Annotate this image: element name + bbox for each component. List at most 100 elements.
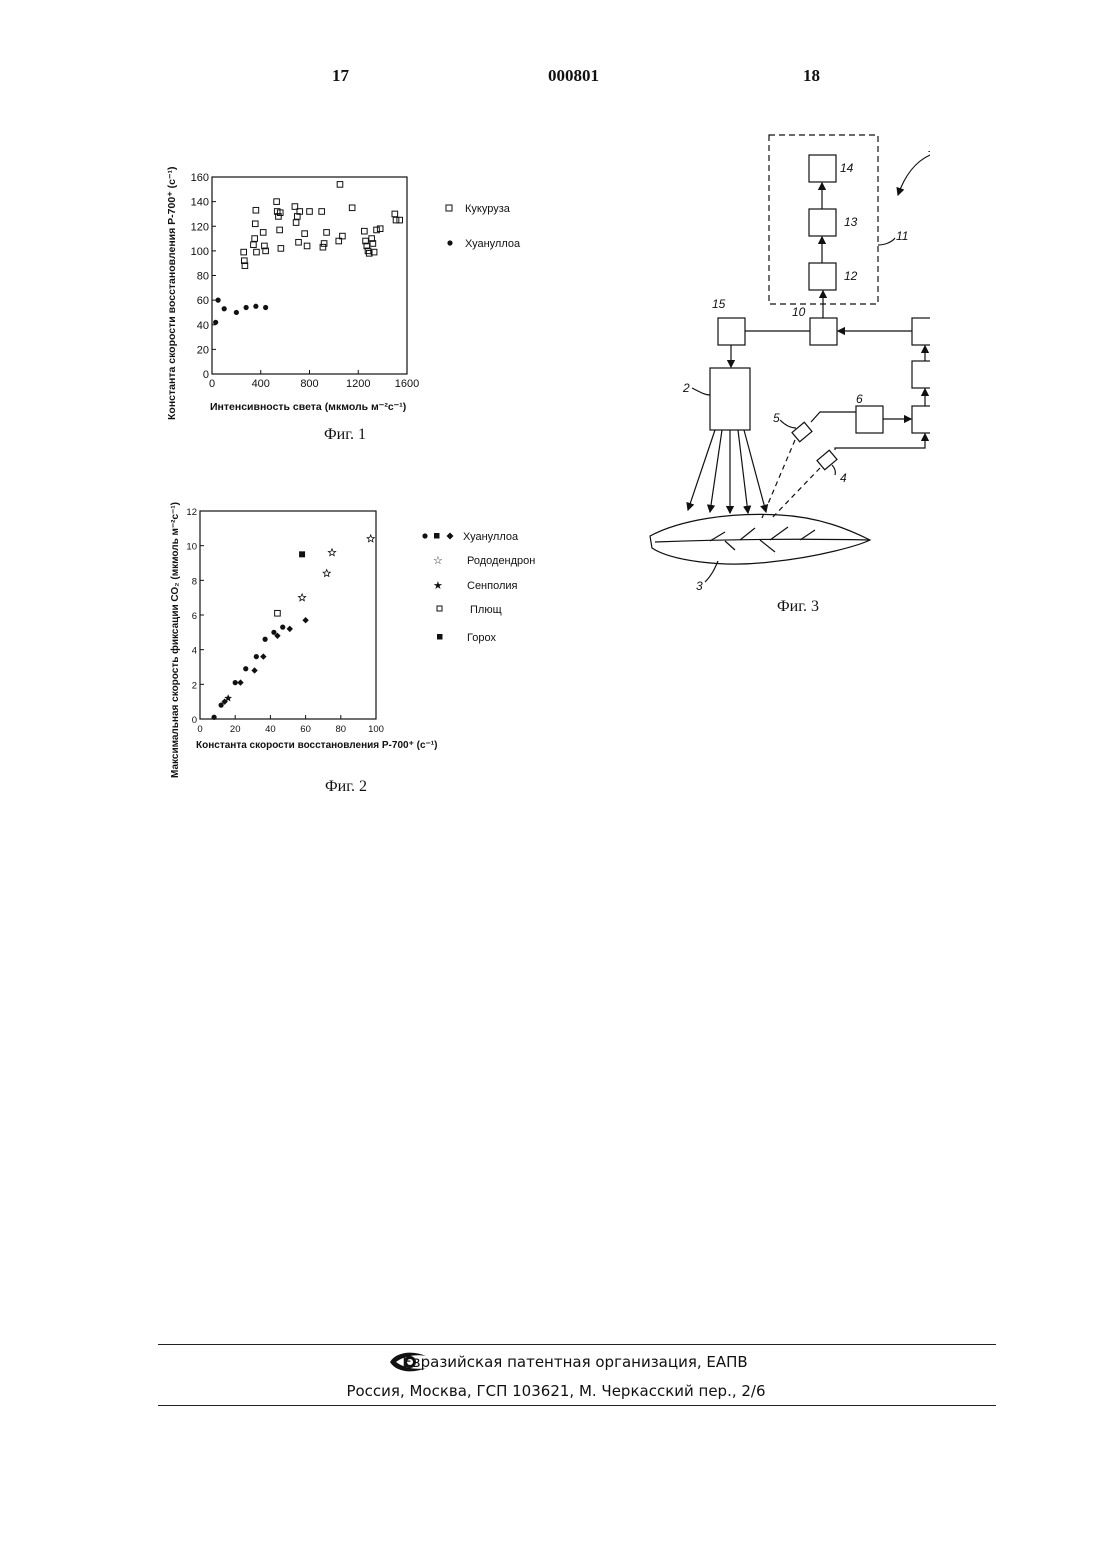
label-13: 13 xyxy=(844,215,858,229)
fig2-x-tick-label: 80 xyxy=(336,724,347,735)
fig1-x-tick-label: 400 xyxy=(252,378,270,390)
sensor-5 xyxy=(792,422,812,441)
block-12 xyxy=(809,263,836,290)
legend-marker-rhododendron: ☆ xyxy=(433,555,443,567)
fig2-y-tick-label: 12 xyxy=(186,507,197,518)
fig1-point-series-0 xyxy=(349,205,355,211)
fig1-y-tick-label: 60 xyxy=(197,295,209,307)
fig1-point-series-1 xyxy=(215,298,220,303)
figure-3-caption: Фиг. 3 xyxy=(777,598,819,616)
fig1-point-series-0 xyxy=(324,230,330,236)
fig1-point-series-0 xyxy=(302,231,308,237)
fig2-point-series-0 xyxy=(280,625,285,630)
fig1-point-series-0 xyxy=(319,209,325,215)
legend-label-rhododendron: Рододендрон xyxy=(467,555,535,567)
fig2-point-series-0 xyxy=(233,680,238,685)
label-4: 4 xyxy=(840,471,847,485)
footer-org: Евразийская патентная организация, ЕАПВ xyxy=(0,1353,1100,1371)
fig1-y-tick-label: 100 xyxy=(191,246,209,258)
leader-5 xyxy=(780,420,796,428)
fig1-point-series-0 xyxy=(277,227,283,233)
fig2-point-series-0-diamond xyxy=(260,653,266,659)
fig2-y-tick-label: 10 xyxy=(186,542,197,553)
fig1-y-tick-label: 120 xyxy=(191,221,209,233)
fig2-point-series-0 xyxy=(219,703,224,708)
figure-2-caption: Фиг. 2 xyxy=(325,778,367,796)
fig1-y-tick-label: 40 xyxy=(197,320,209,332)
fig1-y-tick-label: 20 xyxy=(197,344,209,356)
fig2-point-series-3 xyxy=(275,610,281,616)
legend-label-saintpaulia: Сенполия xyxy=(467,580,518,592)
block-8 xyxy=(912,361,930,388)
legend-marker-huanulloa xyxy=(447,240,452,245)
label-6: 6 xyxy=(856,392,863,406)
leader-11 xyxy=(878,238,895,245)
light-ray-5 xyxy=(744,430,766,512)
figure-3-diagram: 1 2 3 4 5 6 7 8 9 10 11 12 13 14 15 xyxy=(630,120,930,600)
legend-marker-huanulloa-circle xyxy=(422,533,427,538)
legend-marker-huanulloa-diamond xyxy=(447,533,454,540)
fig1-point-series-1 xyxy=(213,320,218,325)
block-13 xyxy=(809,209,836,236)
fig1-point-series-0 xyxy=(252,221,258,227)
fig2-x-tick-label: 0 xyxy=(197,724,202,735)
fig1-x-axis-label: Интенсивность света (мкмоль м⁻²с⁻¹) xyxy=(210,401,406,413)
label-10: 10 xyxy=(792,305,806,319)
fig1-y-tick-label: 140 xyxy=(191,197,209,209)
figure-1-caption: Фиг. 1 xyxy=(324,426,366,444)
legend-label-pea: Горох xyxy=(467,632,496,644)
fig2-point-series-0-diamond xyxy=(287,626,293,632)
fig2-point-series-0-diamond xyxy=(302,617,308,623)
figure-2-chart: 020406080100024681012 Константа скорости… xyxy=(160,460,560,780)
fig1-y-axis-label: Константа скорости восстановления Р-700⁺… xyxy=(166,166,178,420)
line-5-6 xyxy=(811,412,856,422)
label-14: 14 xyxy=(840,161,854,175)
fig1-point-series-0 xyxy=(241,249,247,255)
block-15 xyxy=(718,318,745,345)
label-12: 12 xyxy=(844,269,858,283)
legend-marker-saintpaulia: ★ xyxy=(433,580,443,592)
fig1-point-series-0 xyxy=(274,199,280,205)
fig2-plot-frame xyxy=(200,511,376,719)
fig1-point-series-0 xyxy=(304,243,310,249)
fig2-point-series-0 xyxy=(254,654,259,659)
light-ray-2 xyxy=(710,430,722,512)
fig1-y-tick-label: 80 xyxy=(197,271,209,283)
label-15: 15 xyxy=(712,297,726,311)
fig1-point-series-0 xyxy=(293,220,299,226)
fig2-x-tick-label: 60 xyxy=(300,724,311,735)
legend-marker-huanulloa-square xyxy=(434,533,440,539)
fig1-x-tick-label: 800 xyxy=(300,378,318,390)
fig2-point-series-1 xyxy=(367,535,374,542)
label-3: 3 xyxy=(696,579,703,593)
label-11: 11 xyxy=(896,229,908,243)
fig1-point-series-0 xyxy=(392,211,398,217)
light-ray-4 xyxy=(738,430,748,513)
page-number-left: 17 xyxy=(332,66,349,86)
fig2-point-series-0-diamond xyxy=(251,667,257,673)
fig1-y-tick-label: 160 xyxy=(191,172,209,184)
fig2-y-tick-label: 4 xyxy=(192,646,197,657)
legend-marker-ivy xyxy=(437,606,442,611)
fig1-point-series-0 xyxy=(254,249,260,255)
legend-label-kukuruza: Кукуруза xyxy=(465,203,511,215)
arrow-4-7 xyxy=(835,434,925,450)
fig2-y-tick-label: 0 xyxy=(192,715,197,726)
fig2-y-tick-label: 8 xyxy=(192,576,197,587)
legend-label-huanulloa: Хуануллоа xyxy=(465,238,521,250)
fig1-point-series-0 xyxy=(337,182,343,188)
fig1-point-series-1 xyxy=(222,306,227,311)
fig2-x-axis-label: Константа скорости восстановления Р-700⁺… xyxy=(196,740,437,751)
fig1-plot-frame xyxy=(212,177,407,374)
fig2-x-tick-label: 40 xyxy=(265,724,276,735)
dashed-ray-5 xyxy=(762,440,795,518)
fig1-point-series-1 xyxy=(263,305,268,310)
fig2-point-series-1 xyxy=(298,594,305,601)
dashed-ray-4 xyxy=(770,468,820,520)
fig1-x-tick-label: 1200 xyxy=(346,378,370,390)
fig2-x-tick-label: 100 xyxy=(368,724,384,735)
fig1-point-series-0 xyxy=(397,217,403,223)
fig1-point-series-0 xyxy=(278,246,284,252)
fig2-point-series-0 xyxy=(271,630,276,635)
fig2-point-series-1 xyxy=(328,549,335,556)
